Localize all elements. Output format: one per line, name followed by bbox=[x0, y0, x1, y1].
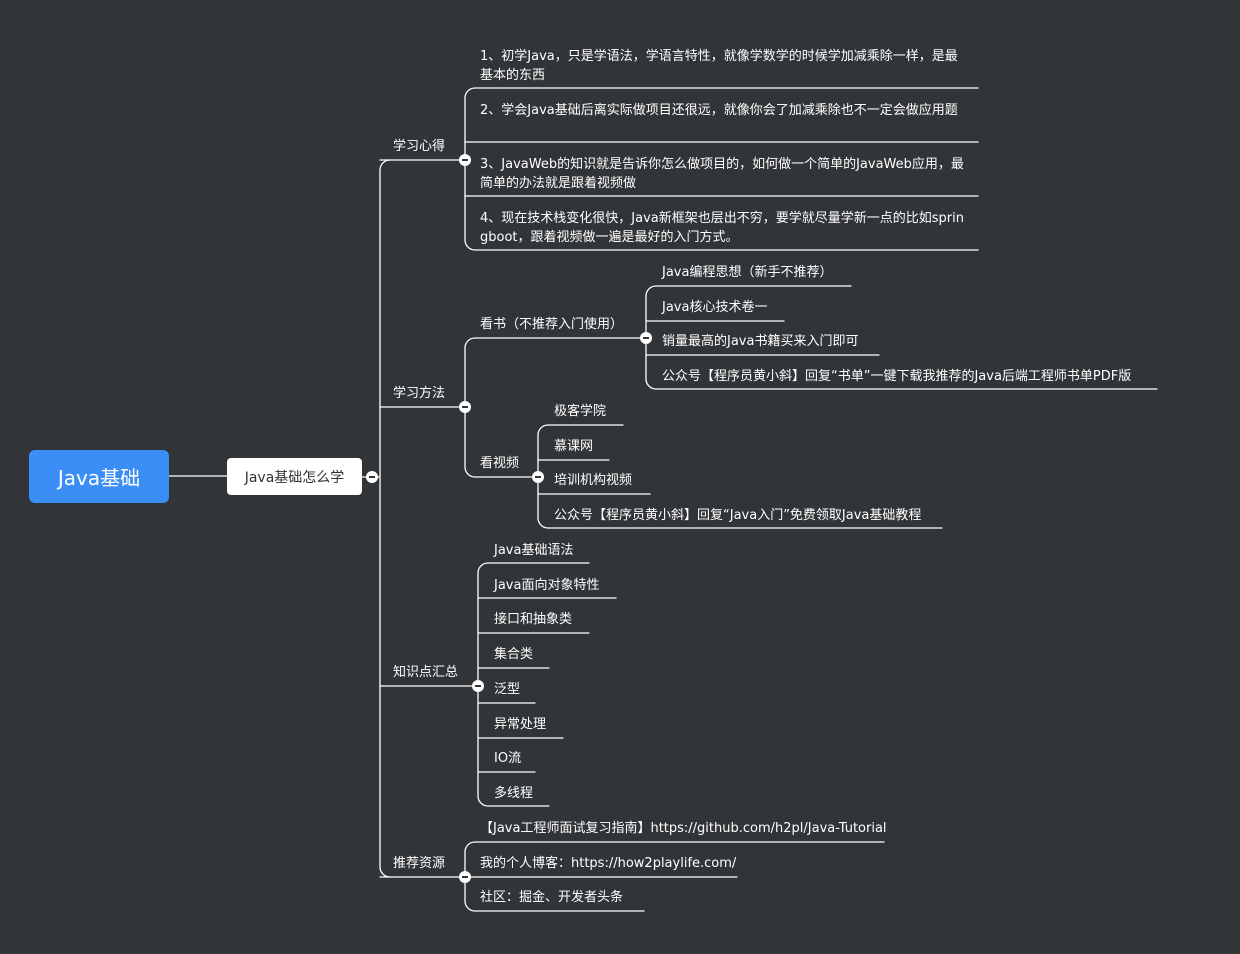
branch-fangfa[interactable]: 学习方法 bbox=[393, 386, 446, 401]
video-item-1[interactable]: 极客学院 bbox=[554, 404, 607, 419]
book-item-2[interactable]: Java核心技术卷一 bbox=[662, 300, 768, 315]
book-item-3[interactable]: 销量最高的Java书籍买来入门即可 bbox=[662, 334, 859, 349]
collapse-toggle-book[interactable] bbox=[640, 332, 652, 344]
collapse-toggle-center[interactable] bbox=[366, 471, 378, 483]
branch-zhishi[interactable]: 知识点汇总 bbox=[393, 665, 459, 680]
collapse-toggle-fangfa[interactable] bbox=[459, 401, 471, 413]
ziyuan-item-1[interactable]: 【Java工程师面试复习指南】https://github.com/h2pl/J… bbox=[480, 821, 887, 836]
collapse-toggle-ziyuan[interactable] bbox=[459, 871, 471, 883]
collapse-toggle-xinde[interactable] bbox=[459, 154, 471, 166]
branch-xinde[interactable]: 学习心得 bbox=[393, 139, 446, 154]
zhishi-item-6[interactable]: 异常处理 bbox=[494, 717, 547, 732]
ziyuan-item-2[interactable]: 我的个人博客：https://how2playlife.com/ bbox=[480, 856, 737, 871]
zhishi-item-3[interactable]: 接口和抽象类 bbox=[494, 612, 573, 627]
video-item-4[interactable]: 公众号【程序员黄小斜】回复“Java入门”免费领取Java基础教程 bbox=[554, 508, 922, 523]
root-node[interactable]: Java基础 bbox=[29, 450, 169, 503]
book-item-1[interactable]: Java编程思想（新手不推荐） bbox=[662, 265, 833, 280]
video-item-2[interactable]: 慕课网 bbox=[554, 439, 594, 454]
zhishi-item-5[interactable]: 泛型 bbox=[494, 682, 521, 697]
branch-video[interactable]: 看视频 bbox=[480, 456, 520, 471]
branch-ziyuan[interactable]: 推荐资源 bbox=[393, 856, 446, 871]
branch-book[interactable]: 看书（不推荐入门使用） bbox=[480, 317, 624, 332]
book-item-4[interactable]: 公众号【程序员黄小斜】回复“书单”一键下载我推荐的Java后端工程师书单PDF版 bbox=[662, 369, 1132, 384]
collapse-toggle-zhishi[interactable] bbox=[472, 680, 484, 692]
zhishi-item-7[interactable]: IO流 bbox=[494, 751, 522, 766]
zhishi-item-2[interactable]: Java面向对象特性 bbox=[494, 578, 600, 593]
xinde-item-2[interactable]: 2、学会Java基础后离实际做项目还很远，就像你会了加减乘除也不一定会做应用题 bbox=[480, 103, 958, 118]
video-item-3[interactable]: 培训机构视频 bbox=[554, 473, 633, 488]
zhishi-item-4[interactable]: 集合类 bbox=[494, 647, 534, 662]
zhishi-item-1[interactable]: Java基础语法 bbox=[494, 543, 574, 558]
ziyuan-item-3[interactable]: 社区：掘金、开发者头条 bbox=[480, 890, 624, 905]
xinde-item-3[interactable]: 3、JavaWeb的知识就是告诉你怎么做项目的，如何做一个简单的JavaWeb应… bbox=[480, 157, 964, 191]
collapse-toggle-video[interactable] bbox=[532, 471, 544, 483]
xinde-item-1[interactable]: 1、初学Java，只是学语法，学语言特性，就像学数学的时候学加减乘除一样，是最基… bbox=[480, 49, 958, 83]
center-node[interactable]: Java基础怎么学 bbox=[227, 458, 362, 495]
xinde-item-4[interactable]: 4、现在技术栈变化很快，Java新框架也层出不穷，要学就尽量学新一点的比如spr… bbox=[480, 211, 964, 245]
zhishi-item-8[interactable]: 多线程 bbox=[494, 786, 534, 801]
